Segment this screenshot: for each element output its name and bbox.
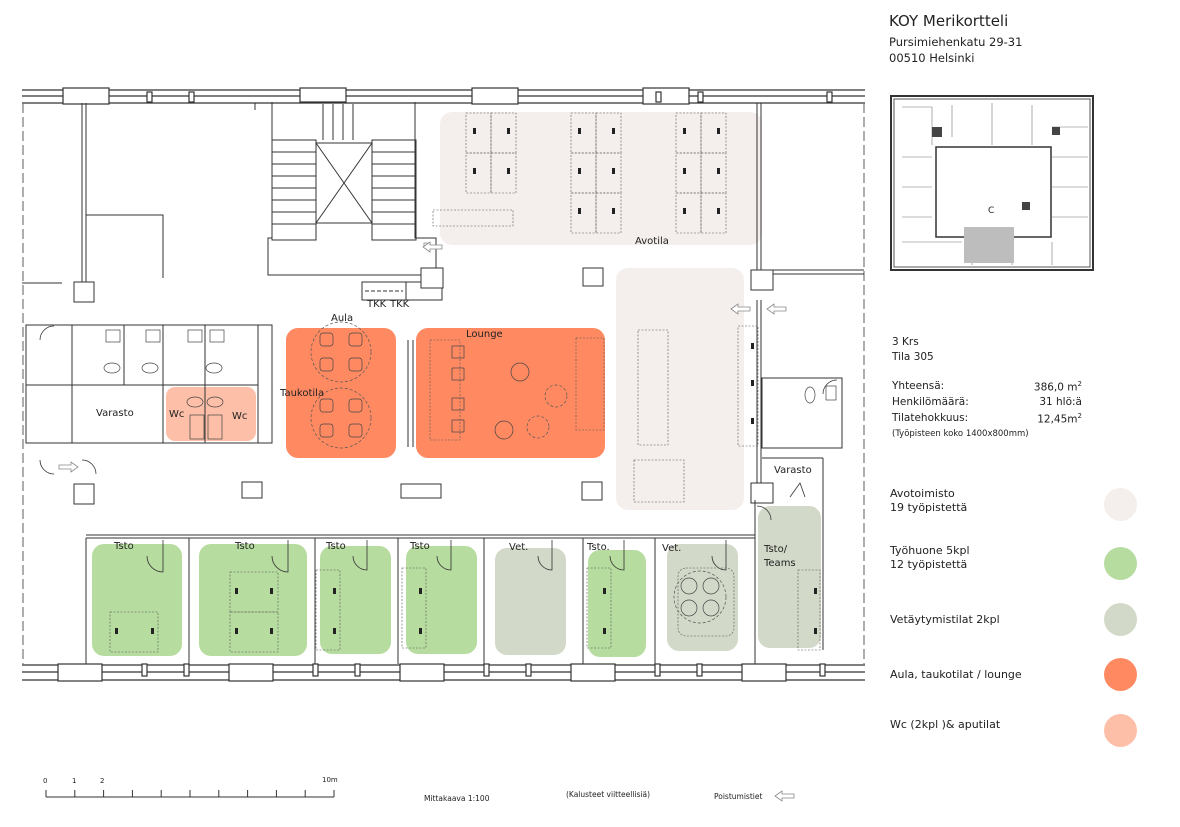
tag-tkk-1: TKK: [366, 299, 387, 310]
zone-office-teams: [758, 506, 821, 648]
address-line-2: 00510 Helsinki: [889, 51, 975, 65]
key-map-block-label: C: [988, 206, 994, 216]
scale-bar: [45, 790, 335, 798]
legend-item-wc: Wc (2kpl )& aputilat: [890, 714, 1150, 758]
exit-arrow-icon: [58, 461, 79, 473]
zone-retreat-1: [495, 548, 566, 655]
floor-plan: TKK TKK: [22, 87, 865, 802]
exit-arrow-icon: [730, 303, 751, 315]
label-varasto-right: Varasto: [774, 465, 812, 476]
legend-swatch: [1104, 714, 1137, 747]
label-lounge: Lounge: [466, 329, 503, 340]
doors: [39, 325, 838, 573]
label-wc-left: Wc: [169, 409, 184, 420]
exit-arrow-icon: [766, 303, 787, 315]
label-avotila: Avotila: [635, 236, 669, 247]
scale-text: Mittakaava 1:100: [424, 794, 490, 803]
stat-value: 386,0 m: [1033, 381, 1078, 394]
space-label: Tila 305: [892, 351, 934, 363]
legend-item-retreat-rooms: Vetäytymistilat 2kpl: [890, 603, 1150, 653]
zone-fills: [92, 112, 821, 657]
label-tsto-1: Tsto: [113, 541, 134, 552]
interior-walls: [22, 103, 864, 664]
workstation-size-note: (Työpisteen koko 1400x800mm): [892, 429, 1029, 439]
legend-swatch: [1104, 547, 1137, 580]
zone-office-5: [588, 550, 646, 657]
floor-label: 3 Krs: [892, 336, 919, 348]
stat-value: 12,45m: [1037, 413, 1078, 426]
stat-total-area: Yhteensä: 386,0 m2: [892, 380, 1082, 394]
room-labels: Aula Lounge Taukotila Avotila Varasto Wc…: [96, 236, 812, 569]
tag-tkk-2: TKK: [389, 299, 410, 310]
zone-office-4: [406, 546, 477, 654]
wc-fixtures: [103, 329, 837, 440]
elevator-shaft: [315, 142, 373, 224]
scale-tick-10m: 10m: [322, 776, 338, 784]
label-aula: Aula: [331, 313, 353, 324]
address-line-1: Pursimiehenkatu 29-31: [889, 35, 1023, 49]
legend-swatch: [1104, 658, 1137, 691]
workstation-chairs: [115, 128, 817, 634]
scale-tick-2: 2: [100, 777, 105, 785]
furniture-note: (Kalusteet viitteellisiä): [566, 790, 651, 799]
label-tsto-4: Tsto: [409, 541, 430, 552]
key-map: C: [890, 95, 1094, 271]
zone-break-room: [286, 328, 396, 458]
tables: [310, 321, 727, 624]
stat-label: Yhteensä:: [892, 380, 945, 392]
label-tsto-teams-2: Teams: [763, 558, 796, 569]
stairwell: [267, 102, 443, 301]
label-tsto-teams-1: Tsto/: [763, 544, 788, 555]
stat-headcount: Henkilömäärä: 31 hlö:ä: [892, 396, 1082, 408]
zone-wc: [166, 387, 256, 441]
scale-tick-0: 0: [43, 777, 48, 785]
zone-retreat-2: [667, 544, 738, 651]
chairs: [319, 332, 720, 617]
legend-swatch: [1104, 603, 1137, 636]
stat-value: 31 hlö:ä: [1039, 396, 1082, 408]
label-taukotila: Taukotila: [279, 388, 324, 399]
exit-legend-label: Poistumistiet: [714, 792, 763, 801]
label-tsto-3: Tsto: [325, 541, 346, 552]
legend-item-lounge: Aula, taukotilat / lounge: [890, 658, 1150, 708]
zone-office-1: [92, 544, 182, 656]
legend-swatch: [1104, 488, 1137, 521]
label-tsto-2: Tsto: [234, 541, 255, 552]
zone-open-office-top: [440, 112, 762, 245]
footer-exit-arrow-icon: [774, 790, 795, 802]
key-map-highlight: [964, 227, 1014, 263]
label-vet-2: Vet.: [662, 543, 681, 554]
zone-lounge: [416, 328, 605, 458]
zone-office-3: [320, 546, 391, 654]
label-vet-1: Vet.: [509, 542, 528, 553]
stat-label: Tilatehokkuus:: [892, 412, 969, 424]
zone-open-office-right: [616, 268, 744, 510]
scale-tick-1: 1: [72, 777, 77, 785]
exit-arrows: [58, 241, 787, 473]
exit-arrow-icon: [422, 241, 443, 253]
building-title: KOY Merikortteli: [889, 12, 1009, 30]
stat-space-efficiency: Tilatehokkuus: 12,45m2: [892, 412, 1082, 426]
label-tsto-5: Tsto.: [586, 542, 610, 553]
label-varasto-left: Varasto: [96, 408, 134, 419]
walls: [22, 87, 865, 682]
furniture: [109, 112, 821, 653]
zone-office-2: [199, 544, 307, 656]
key-map-drawing: C: [893, 98, 1091, 268]
label-wc-right: Wc: [232, 411, 247, 422]
stat-label: Henkilömäärä:: [892, 396, 969, 408]
